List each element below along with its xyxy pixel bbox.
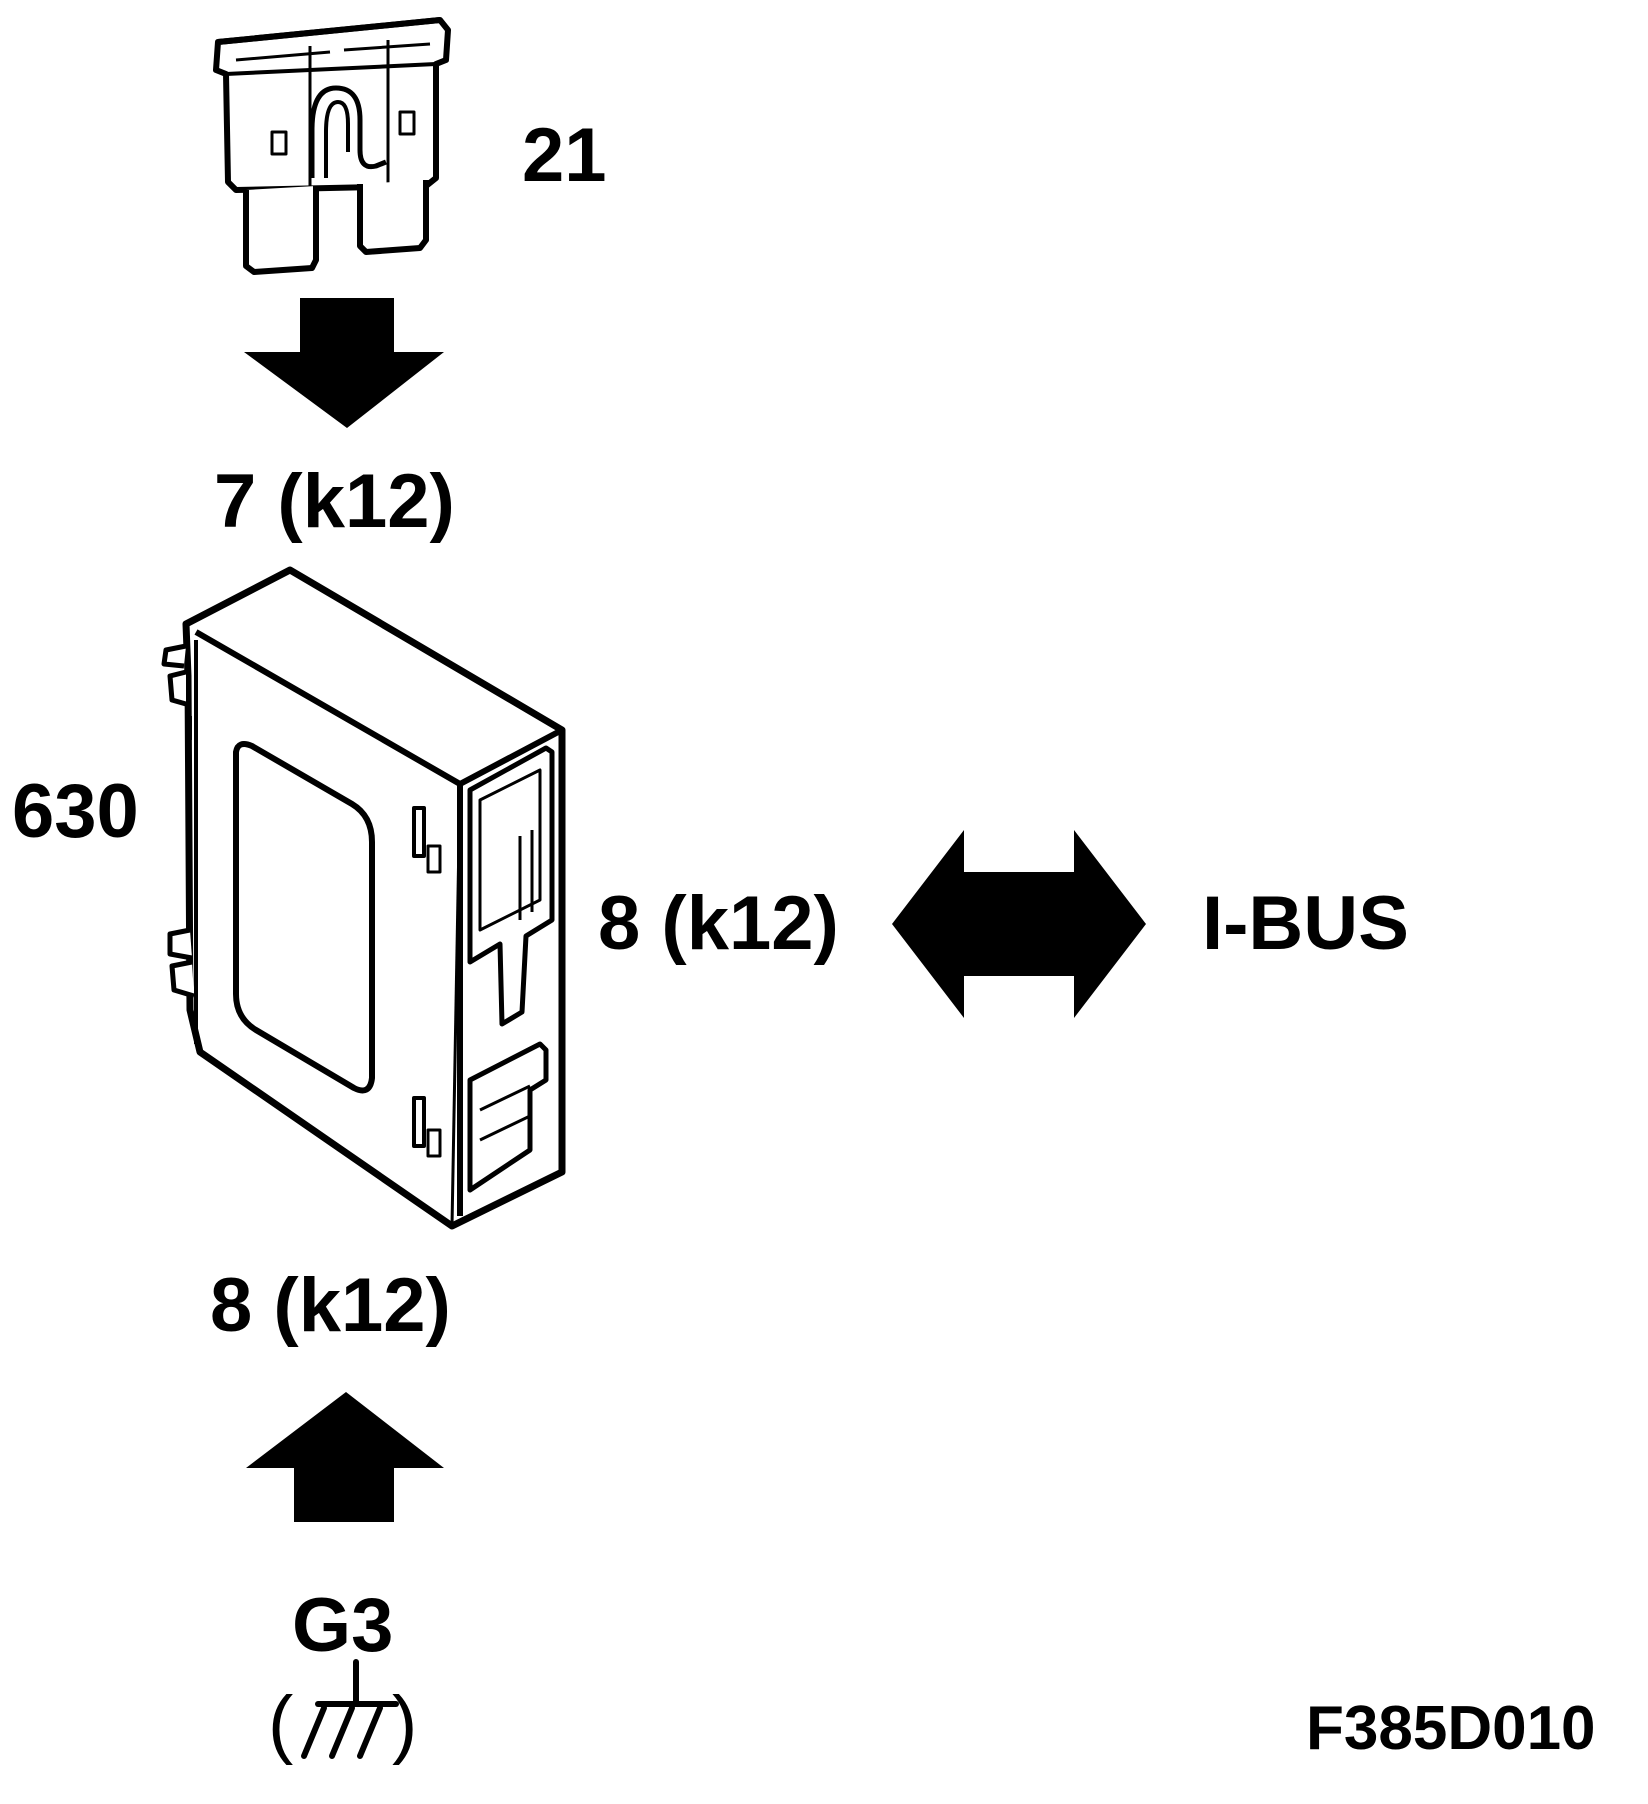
- ground-label: G3: [292, 1583, 394, 1668]
- control-module-icon: [161, 566, 566, 1230]
- fuse-label: 21: [522, 113, 607, 198]
- ground-symbol-icon: [301, 1659, 399, 1759]
- connector-top-label: 7 (k12): [214, 459, 455, 544]
- ground-paren-open: (: [268, 1681, 294, 1766]
- bus-label: I-BUS: [1202, 881, 1409, 966]
- connector-bottom-label: 8 (k12): [210, 1263, 451, 1348]
- connector-right-label: 8 (k12): [598, 881, 839, 966]
- double-arrow-icon: [892, 830, 1146, 1018]
- blade-fuse-icon: [213, 17, 451, 275]
- arrow-up-icon: [246, 1392, 444, 1522]
- figure-code: F385D010: [1306, 1694, 1596, 1763]
- arrow-down-icon: [244, 298, 444, 428]
- module-label: 630: [12, 769, 139, 854]
- ground-paren-close: ): [392, 1681, 418, 1766]
